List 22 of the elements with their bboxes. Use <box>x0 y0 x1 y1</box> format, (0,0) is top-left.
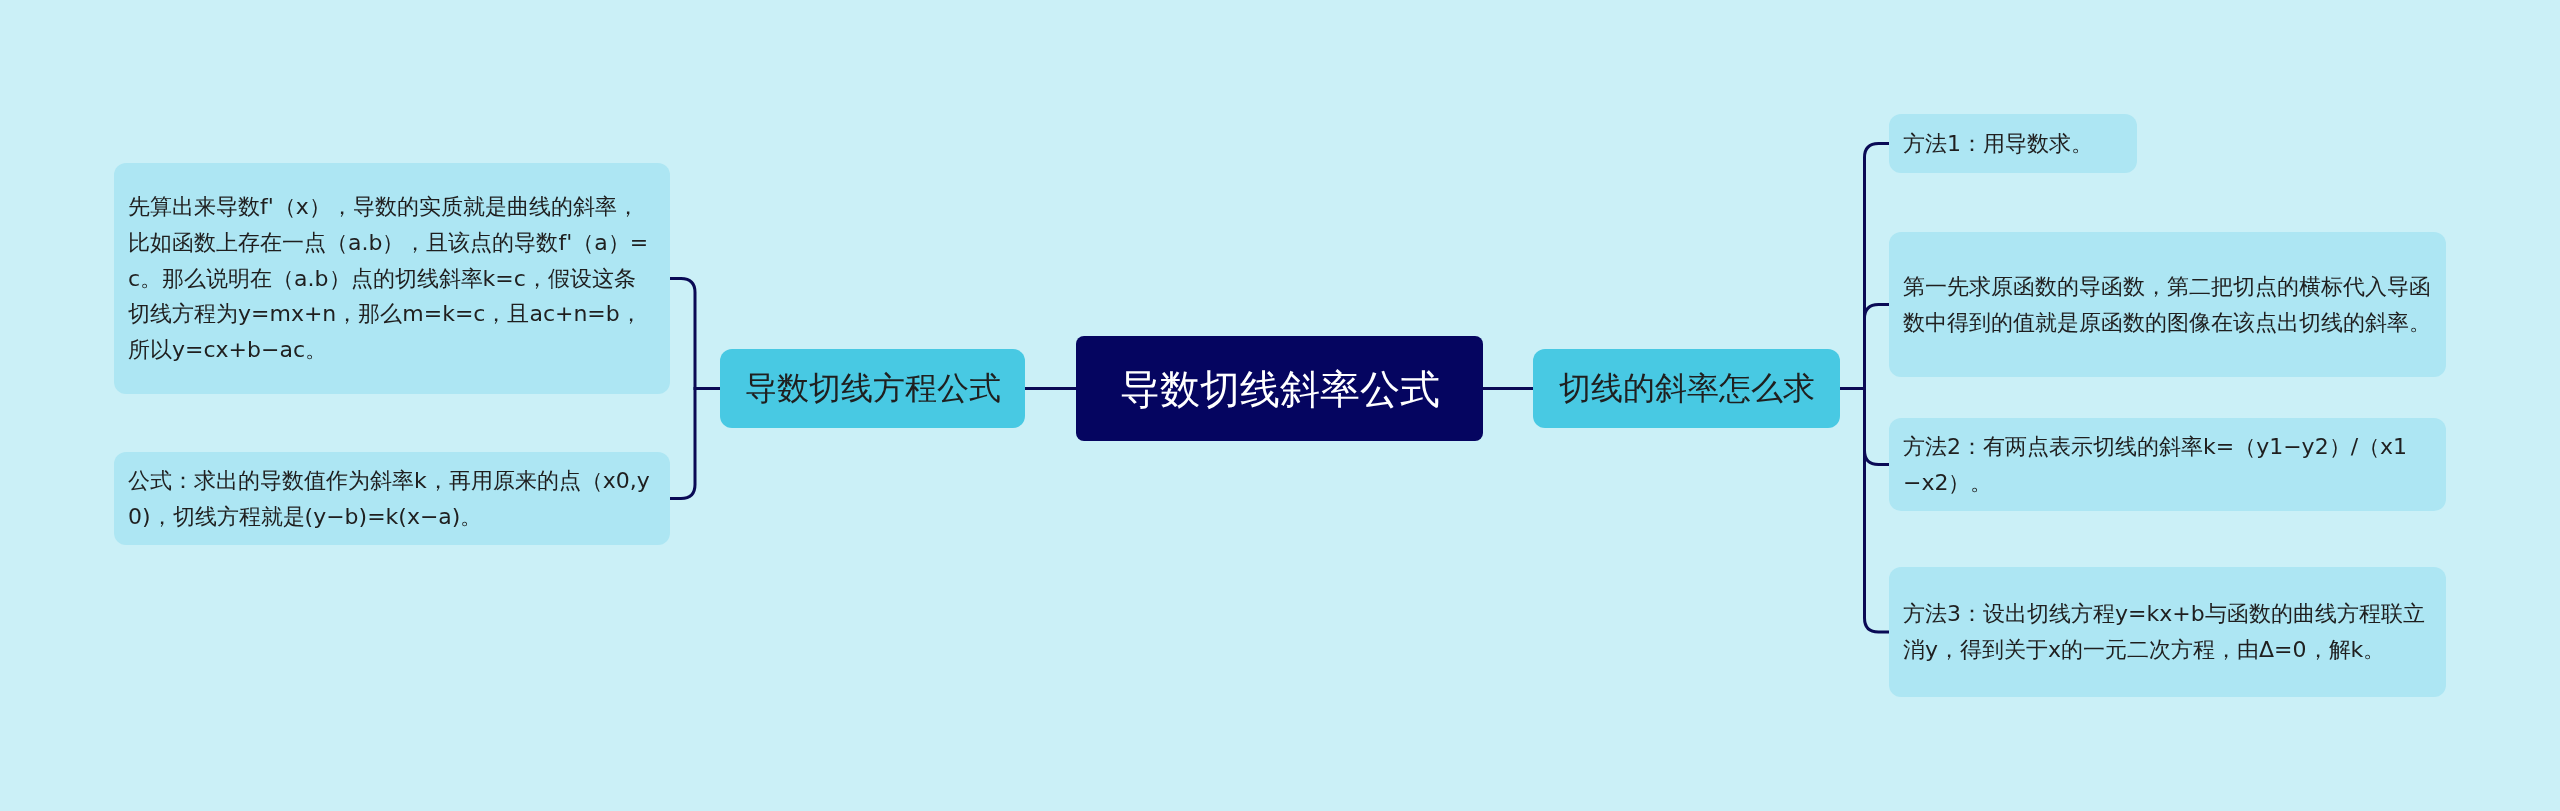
topic-text: 方法2：有两点表示切线的斜率k=（y1−y2）/（x1−x2）。 <box>1903 432 2409 497</box>
note-box <box>1889 567 2446 697</box>
topic-text: 切线的斜率怎么求 <box>1558 369 1815 408</box>
note-box <box>1889 114 2137 173</box>
topic-text: 第一先求原函数的导函数，第二把切点的横标代入导函数中得到的值就是原函数的图像在该点出切线的斜率。 <box>1903 272 2432 337</box>
topic-text: 方法1：用导数求。 <box>1903 129 2093 158</box>
topic-box <box>1533 349 1840 428</box>
note-box <box>1889 418 2446 511</box>
topic-text: 公式：求出的导数值作为斜率k，再用原来的点（x0,y0)，切线方程就是(y−b)=k(x−a)。 <box>128 466 651 531</box>
note-box <box>114 452 670 545</box>
topic-box <box>720 349 1025 428</box>
topic-text: 导数切线斜率公式 <box>1119 364 1440 413</box>
connector-line <box>670 387 720 500</box>
connector-line <box>1483 387 1533 390</box>
connector-line <box>1840 387 1889 634</box>
topic-text: 先算出来导数f'（x），导数的实质就是曲线的斜率，比如函数上存在一点（a.b），且该点的导数f'（a）=c。那么说明在（a.b）点的切线斜率k=c，假设这条切线方程为y=mx+n，那么m=k=c，且ac+n=b，所以y=cx+b−ac。 <box>128 193 650 364</box>
topic-text: 导数切线方程公式 <box>744 369 1001 408</box>
connector-line <box>1025 387 1076 390</box>
note-box <box>1889 232 2446 377</box>
root-topic-box <box>1076 336 1483 441</box>
note-box <box>114 163 670 394</box>
topic-text: 方法3：设出切线方程y=kx+b与函数的曲线方程联立消y，得到关于x的一元二次方程，由Δ=0，解k。 <box>1903 600 2426 664</box>
